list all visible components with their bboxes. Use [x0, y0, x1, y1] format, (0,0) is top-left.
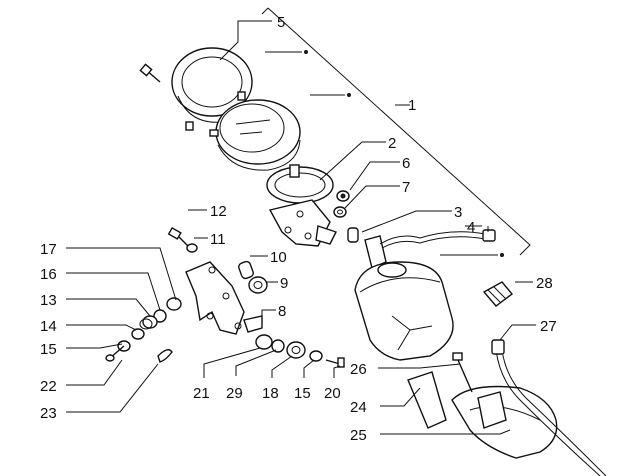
nut-6 [336, 190, 350, 202]
gauge-mount-plate [268, 199, 337, 247]
callout-12: 12 [210, 203, 227, 220]
bracket-24 [407, 371, 447, 429]
spring-13 [139, 315, 158, 330]
leader-lines [66, 20, 536, 435]
callout-27: 27 [540, 318, 557, 335]
bezel-screw [139, 63, 161, 83]
bushing-17 [166, 297, 182, 311]
callout-22: 22 [40, 378, 57, 395]
callout-28: 28 [536, 275, 553, 292]
nut-9 [248, 276, 268, 294]
callout-29: 29 [226, 385, 243, 402]
bezel-ring [171, 47, 253, 131]
washer-11 [186, 243, 198, 253]
callout-9: 9 [280, 275, 288, 292]
callout-6: 6 [402, 155, 410, 172]
callout-4: 4 [467, 219, 475, 236]
washer-15-right [309, 350, 323, 362]
callout-2: 2 [388, 135, 396, 152]
callout-7: 7 [402, 179, 410, 196]
mounting-bracket [185, 261, 263, 335]
callout-17: 17 [40, 241, 57, 258]
callout-3: 3 [454, 204, 462, 221]
callout-1: 1 [408, 97, 416, 114]
callout-20: 20 [324, 385, 341, 402]
bushing-14 [131, 328, 145, 340]
callout-15-left: 15 [40, 341, 57, 358]
bulb-holder [347, 227, 496, 269]
speedometer-rear-cover [354, 261, 454, 361]
spacer-10 [238, 260, 254, 280]
gauge-gasket [266, 164, 334, 204]
callout-26: 26 [350, 361, 367, 378]
assembly-bracket [267, 7, 531, 256]
callout-24: 24 [350, 399, 367, 416]
speedometer-cable-27 [491, 339, 607, 476]
screw-12 [167, 226, 189, 247]
callout-18: 18 [262, 385, 279, 402]
callout-21: 21 [193, 385, 210, 402]
callout-labels: 5 1 2 6 7 3 4 28 12 11 10 9 8 17 16 13 1… [40, 14, 557, 444]
callout-8: 8 [278, 303, 286, 320]
screw-20 [325, 357, 345, 368]
washer-7 [333, 206, 347, 218]
callout-10: 10 [270, 249, 287, 266]
callout-15-right: 15 [294, 385, 311, 402]
callout-13: 13 [40, 292, 57, 309]
callout-23: 23 [40, 405, 57, 422]
callout-14: 14 [40, 318, 57, 335]
rubber-cap-28 [482, 281, 514, 307]
clip-23 [157, 349, 173, 363]
bushing-21 [255, 334, 273, 350]
callout-11: 11 [210, 231, 226, 248]
spacer-18 [286, 341, 306, 359]
washer-29 [271, 339, 285, 353]
callout-5: 5 [277, 14, 285, 31]
screw-15-left [105, 340, 131, 362]
callout-25: 25 [350, 427, 367, 444]
screw-26 [452, 352, 473, 393]
callout-16: 16 [40, 266, 57, 283]
cable-housing-25 [451, 385, 558, 459]
speedometer-gauge [209, 99, 301, 171]
